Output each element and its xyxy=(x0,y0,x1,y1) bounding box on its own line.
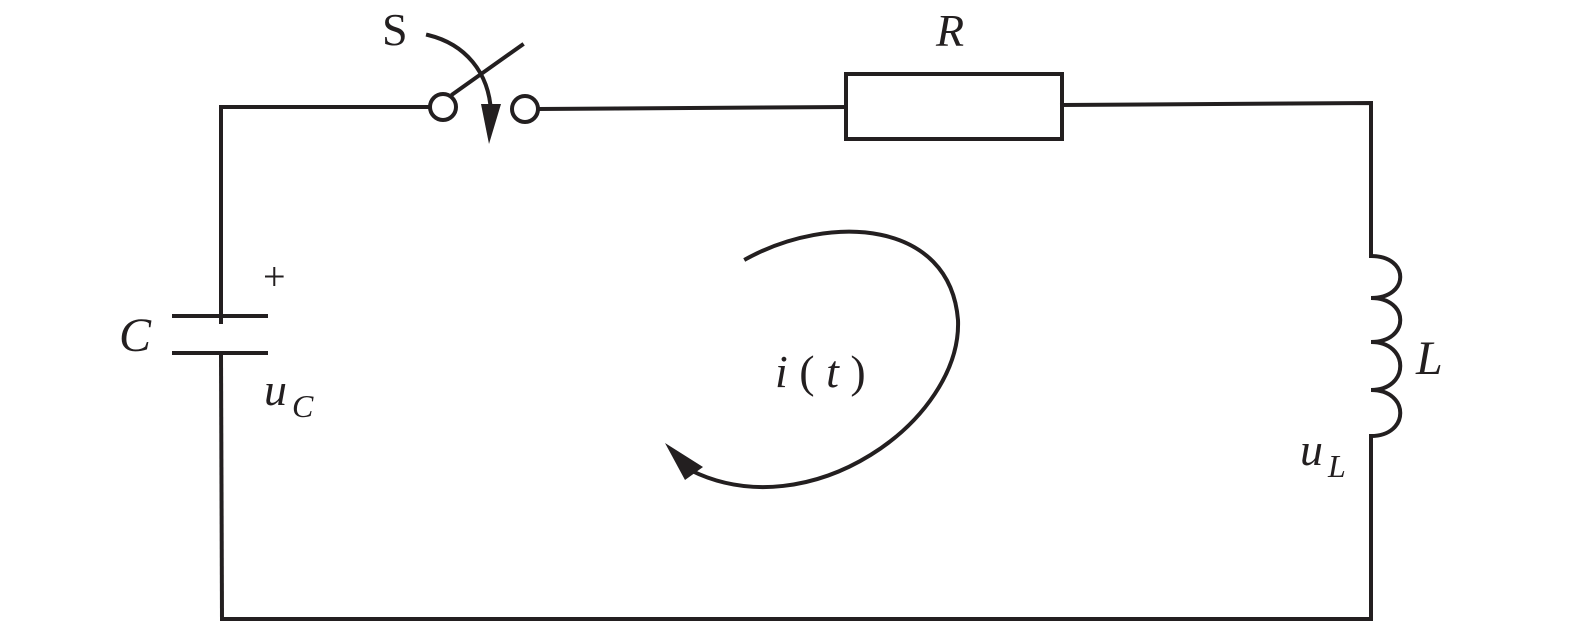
switch-label: S xyxy=(382,4,408,55)
switch-terminal-right xyxy=(510,94,540,124)
switch-arrowhead-icon xyxy=(481,104,501,144)
current-loop-arc xyxy=(687,229,961,490)
capacitor-voltage-subscript: C xyxy=(292,388,314,424)
resistor-label: R xyxy=(935,5,964,56)
wire-top-middle xyxy=(535,104,849,112)
switch-closing-arc xyxy=(425,32,494,115)
capacitor-polarity-plus: + xyxy=(263,254,286,299)
inductor-coil xyxy=(1368,253,1403,439)
wire-left-lower xyxy=(218,351,225,622)
capacitor-voltage-symbol: u xyxy=(264,364,287,415)
resistor-body xyxy=(844,72,1064,141)
switch-blade xyxy=(450,42,525,97)
switch xyxy=(425,32,540,144)
inductor-voltage-label: u L xyxy=(1300,424,1346,484)
capacitor-voltage-label: u C xyxy=(264,364,314,424)
current-label-open-paren: ( xyxy=(799,346,814,397)
current-direction xyxy=(665,229,961,490)
inductor-voltage-symbol: u xyxy=(1300,424,1323,475)
current-label-i: i xyxy=(775,346,788,397)
inductor-label: L xyxy=(1415,332,1443,385)
wires xyxy=(218,100,1373,622)
switch-terminal-left xyxy=(428,92,458,122)
inductor-voltage-subscript: L xyxy=(1327,448,1346,484)
current-label-t: t xyxy=(826,346,840,397)
wire-top-left xyxy=(219,105,432,324)
capacitor-label: C xyxy=(119,309,152,362)
current-arrowhead-icon xyxy=(665,443,703,480)
capacitor xyxy=(172,314,268,355)
current-label-close-paren: ) xyxy=(850,346,865,397)
current-label: i ( t ) xyxy=(775,346,866,397)
wire-top-right xyxy=(1059,100,1373,258)
